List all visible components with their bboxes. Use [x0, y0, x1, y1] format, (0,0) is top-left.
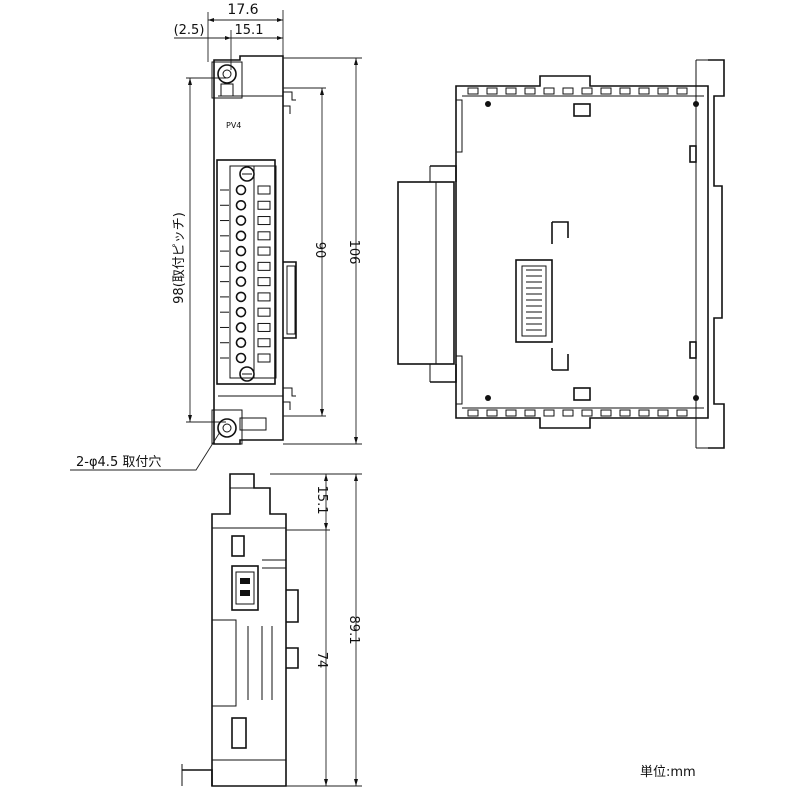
terminal-rows [220, 184, 271, 364]
dim-2-5-label: (2.5) [174, 23, 205, 38]
terminal-11 [220, 337, 271, 349]
unit-label: 単位:mm [640, 764, 696, 780]
dim-17-6-label: 17.6 [227, 2, 258, 18]
dim-15-1-label: 15.1 [235, 23, 264, 38]
top-screw-icon [239, 166, 255, 182]
dim-90-label: 90 [312, 242, 327, 259]
terminal-12 [220, 352, 271, 364]
front-view: 17.6 (2.5) 15.1 98(取付ピッチ) PV4 [70, 2, 362, 471]
dim-106-label: 106 [346, 240, 361, 265]
terminal-7 [220, 276, 271, 287]
terminal-2 [220, 199, 271, 211]
terminal-1 [220, 184, 271, 196]
dim-98-pitch-label: 98(取付ピッチ) [172, 212, 187, 304]
terminal-4 [220, 230, 271, 242]
terminal-6 [220, 261, 271, 272]
terminal-10 [220, 322, 271, 333]
bottom-connector [231, 565, 259, 611]
terminal-9 [220, 306, 271, 318]
dim-74-label: 74 [314, 652, 329, 669]
terminal-5 [220, 245, 271, 257]
bottom-screw-icon [239, 366, 255, 382]
bottom-view: 15.1 89.1 74 [181, 473, 362, 787]
terminal-8 [220, 291, 271, 303]
dim-bottom-15-1-label: 15.1 [314, 486, 329, 515]
side-view [397, 59, 725, 449]
model-label: PV4 [226, 121, 241, 130]
dim-89-1-label: 89.1 [346, 616, 361, 645]
terminal-3 [220, 215, 271, 226]
mounting-holes-label: 2-φ4.5 取付穴 [76, 455, 161, 470]
terminal-block [216, 159, 276, 385]
bottom-vents [467, 409, 688, 417]
center-connector [515, 259, 553, 343]
top-vents [467, 87, 688, 95]
